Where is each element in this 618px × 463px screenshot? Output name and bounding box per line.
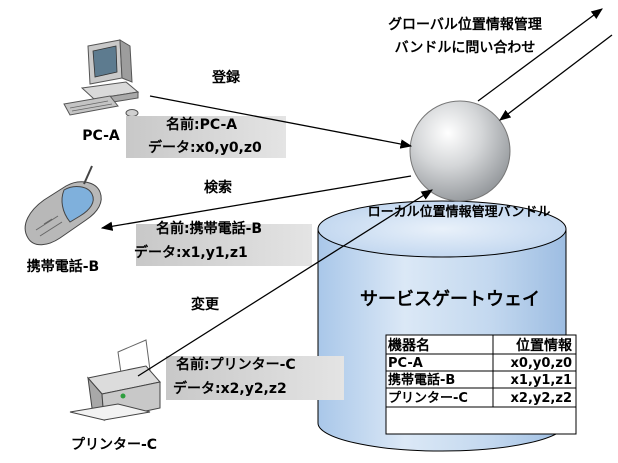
phone-b-info-data: データ:x1,y1,z1 (134, 244, 248, 261)
printer-c-info-name: 名前:プリンター-C (176, 356, 296, 373)
table-cell-device: PC-A (388, 356, 423, 371)
phone-b-info-box (136, 224, 312, 266)
printer-c-info-box (166, 356, 344, 400)
phone-b-label: 携帯電話-B (27, 258, 99, 275)
register-action-label: 登録 (211, 69, 241, 86)
pc-icon (63, 39, 140, 117)
global-query-line1: グローバル位置情報管理 (388, 16, 542, 33)
gateway-title: サービスゲートウェイ (360, 288, 540, 310)
database-top (317, 200, 567, 258)
global-query-arrows: グローバル位置情報管理 バンドルに問い合わせ (388, 8, 613, 121)
printer-c-info-data: データ:x2,y2,z2 (173, 380, 287, 397)
phone-b-device: 携帯電話-B 名前:携帯電話-B データ:x1,y1,z1 検索 (24, 165, 412, 275)
table-cell-location: x2,y2,z2 (511, 391, 572, 406)
phone-b-info-name: 名前:携帯電話-B (156, 220, 262, 237)
table-header-device: 機器名 (388, 337, 430, 354)
pc-a-device: PC-A 名前:PC-A データ:x0,y0,z0 登録 (63, 39, 413, 158)
table-cell-location: x0,y0,z0 (511, 356, 572, 371)
global-query-line2: バンドルに問い合わせ (395, 39, 536, 56)
pc-a-info-data: データ:x0,y0,z0 (148, 139, 262, 156)
location-table: 機器名 位置情報 PC-A x0,y0,z0 携帯電話-B x1,y1,z1 プ… (385, 334, 577, 435)
update-action-label: 変更 (191, 296, 220, 313)
update-arrow (137, 189, 433, 377)
register-arrow (149, 95, 413, 149)
search-arrow (100, 175, 412, 231)
local-location-bundle: ローカル位置情報管理バンドル (368, 100, 551, 220)
table-cell-location: x1,y1,z1 (511, 373, 572, 388)
pc-a-label: PC-A (82, 128, 120, 144)
printer-icon (69, 339, 161, 422)
table-cell-device: プリンター-C (388, 391, 468, 406)
printer-c-device: プリンター-C 名前:プリンター-C データ:x2,y2,z2 変更 (69, 189, 433, 453)
table-frame (385, 334, 577, 435)
pc-a-info-box (126, 116, 286, 158)
table-cell-device: 携帯電話-B (388, 372, 455, 388)
bundle-sphere (409, 100, 511, 202)
query-arrow-back (499, 34, 613, 121)
pc-a-info-name: 名前:PC-A (166, 116, 237, 133)
phone-icon (24, 165, 102, 246)
search-action-label: 検索 (204, 179, 232, 196)
table-header-location: 位置情報 (516, 337, 573, 354)
local-bundle-label: ローカル位置情報管理バンドル (368, 204, 551, 220)
printer-c-label: プリンター-C (71, 437, 157, 453)
query-arrow-out (477, 8, 603, 102)
